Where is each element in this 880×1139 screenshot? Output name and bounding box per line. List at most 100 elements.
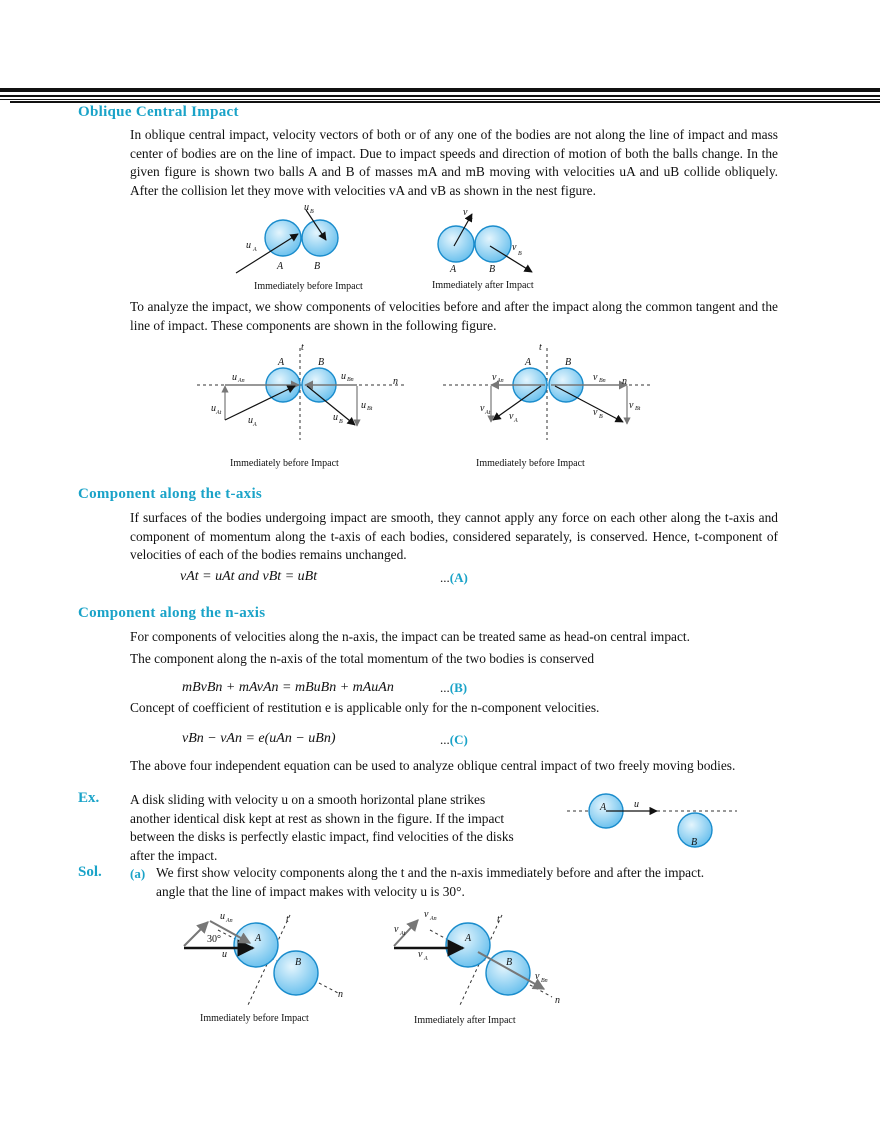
heading-t-axis: Component along the t-axis [78, 486, 263, 502]
svg-text:A: A [252, 247, 257, 253]
svg-text:v: v [512, 242, 517, 253]
svg-text:An: An [429, 916, 437, 922]
solution-line-1: We first show velocity components along … [156, 865, 705, 880]
svg-text:t: t [286, 914, 289, 925]
example-label: Ex. [78, 790, 100, 806]
svg-text:B: B [489, 264, 495, 275]
svg-text:A: A [449, 264, 457, 275]
equation-tag-b: ...(B) [440, 680, 468, 695]
svg-text:t: t [539, 342, 542, 353]
svg-text:At: At [215, 410, 222, 416]
svg-text:B: B [506, 957, 512, 968]
paragraph-n-axis-3: Concept of coefficient of restitution e … [130, 700, 600, 715]
caption-before: Immediately before Impact [254, 281, 363, 292]
svg-text:t: t [497, 914, 500, 925]
header-rule [0, 88, 880, 92]
heading-n-axis: Component along the n-axis [78, 605, 266, 621]
svg-text:B: B [295, 957, 301, 968]
ball-a [264, 219, 302, 257]
svg-text:At: At [399, 931, 406, 937]
svg-text:Immediately before Impact: Immediately before Impact [230, 458, 339, 469]
svg-text:Immediately before Impact: Immediately before Impact [476, 458, 585, 469]
equation-tag-a: ...(A) [440, 570, 468, 585]
heading-oblique-impact: Oblique Central Impact [78, 104, 239, 120]
svg-text:A: A [468, 215, 473, 221]
svg-text:A: A [252, 422, 257, 428]
svg-text:B: B [518, 251, 522, 257]
figure-disk-example: A u B [567, 793, 737, 848]
svg-text:n: n [393, 376, 398, 387]
svg-text:B: B [314, 261, 320, 272]
ball-b [301, 219, 339, 257]
equation-c: vBn − vAn = e(uAn − uBn) [182, 731, 336, 746]
svg-text:Bt: Bt [635, 406, 641, 412]
header-rule [0, 95, 880, 97]
equation-a: vAt = uAt and vBt = uBt [180, 569, 318, 584]
svg-text:B: B [310, 209, 314, 215]
equation-b: mBvBn + mAvAn = mBuBn + mAuAn [182, 680, 394, 695]
svg-text:v: v [593, 407, 598, 418]
svg-text:A: A [513, 418, 518, 424]
svg-text:v: v [629, 400, 634, 411]
paragraph-oblique-intro: In oblique central impact, velocity vect… [130, 127, 778, 198]
svg-text:A: A [277, 357, 285, 368]
svg-text:A: A [464, 933, 472, 944]
svg-text:A: A [524, 357, 532, 368]
solution-line-2: angle that the line of impact makes with… [156, 884, 465, 899]
svg-text:u: u [341, 371, 346, 382]
equation-tag-c: ...(C) [440, 732, 468, 747]
example-text: A disk sliding with velocity u on a smoo… [130, 792, 514, 863]
svg-text:n: n [338, 989, 343, 1000]
svg-text:n: n [555, 995, 560, 1006]
svg-text:u: u [304, 202, 309, 213]
paragraph-n-axis-4: The above four independent equation can … [130, 758, 736, 773]
svg-text:A: A [599, 802, 607, 813]
svg-text:30°: 30° [207, 934, 221, 945]
svg-text:Immediately after Impact: Immediately after Impact [414, 1015, 516, 1026]
svg-text:An: An [225, 918, 233, 924]
svg-text:v: v [593, 372, 598, 383]
svg-text:A: A [254, 933, 262, 944]
svg-text:u: u [232, 372, 237, 383]
svg-text:Bn: Bn [599, 378, 606, 384]
svg-text:An: An [237, 378, 245, 384]
svg-text:u: u [220, 911, 225, 922]
svg-text:v: v [492, 372, 497, 383]
svg-text:A: A [276, 261, 284, 272]
svg-text:v: v [424, 909, 429, 920]
header-rule [10, 101, 880, 103]
svg-text:v: v [463, 207, 468, 218]
svg-text:u: u [211, 403, 216, 414]
svg-text:B: B [565, 357, 571, 368]
svg-text:An: An [496, 378, 504, 384]
svg-text:Bn: Bn [541, 978, 548, 984]
svg-text:v: v [480, 403, 485, 414]
solution-part-label: (a) [130, 866, 146, 881]
header-rule [0, 99, 880, 100]
svg-text:n: n [622, 376, 627, 387]
caption-after: Immediately after Impact [432, 280, 534, 291]
paragraph-n-axis-2: The component along the n-axis of the to… [130, 651, 595, 666]
svg-text:v: v [418, 949, 423, 960]
svg-text:v: v [394, 924, 399, 935]
svg-text:Bt: Bt [367, 406, 373, 412]
svg-text:u: u [248, 415, 253, 426]
solution-label: Sol. [78, 864, 102, 880]
svg-text:u: u [634, 799, 639, 810]
svg-text:Bn: Bn [347, 377, 354, 383]
paragraph-n-axis-1: For components of velocities along the n… [130, 629, 690, 644]
svg-text:u: u [222, 949, 227, 960]
svg-text:t: t [301, 342, 304, 353]
svg-text:v: v [509, 411, 514, 422]
svg-text:u: u [246, 240, 251, 251]
svg-text:v: v [535, 971, 540, 982]
svg-text:At: At [484, 410, 491, 416]
svg-text:u: u [333, 412, 338, 423]
svg-text:u: u [361, 400, 366, 411]
svg-text:B: B [691, 837, 697, 848]
svg-text:B: B [339, 419, 343, 425]
svg-text:Immediately before Impact: Immediately before Impact [200, 1013, 309, 1024]
